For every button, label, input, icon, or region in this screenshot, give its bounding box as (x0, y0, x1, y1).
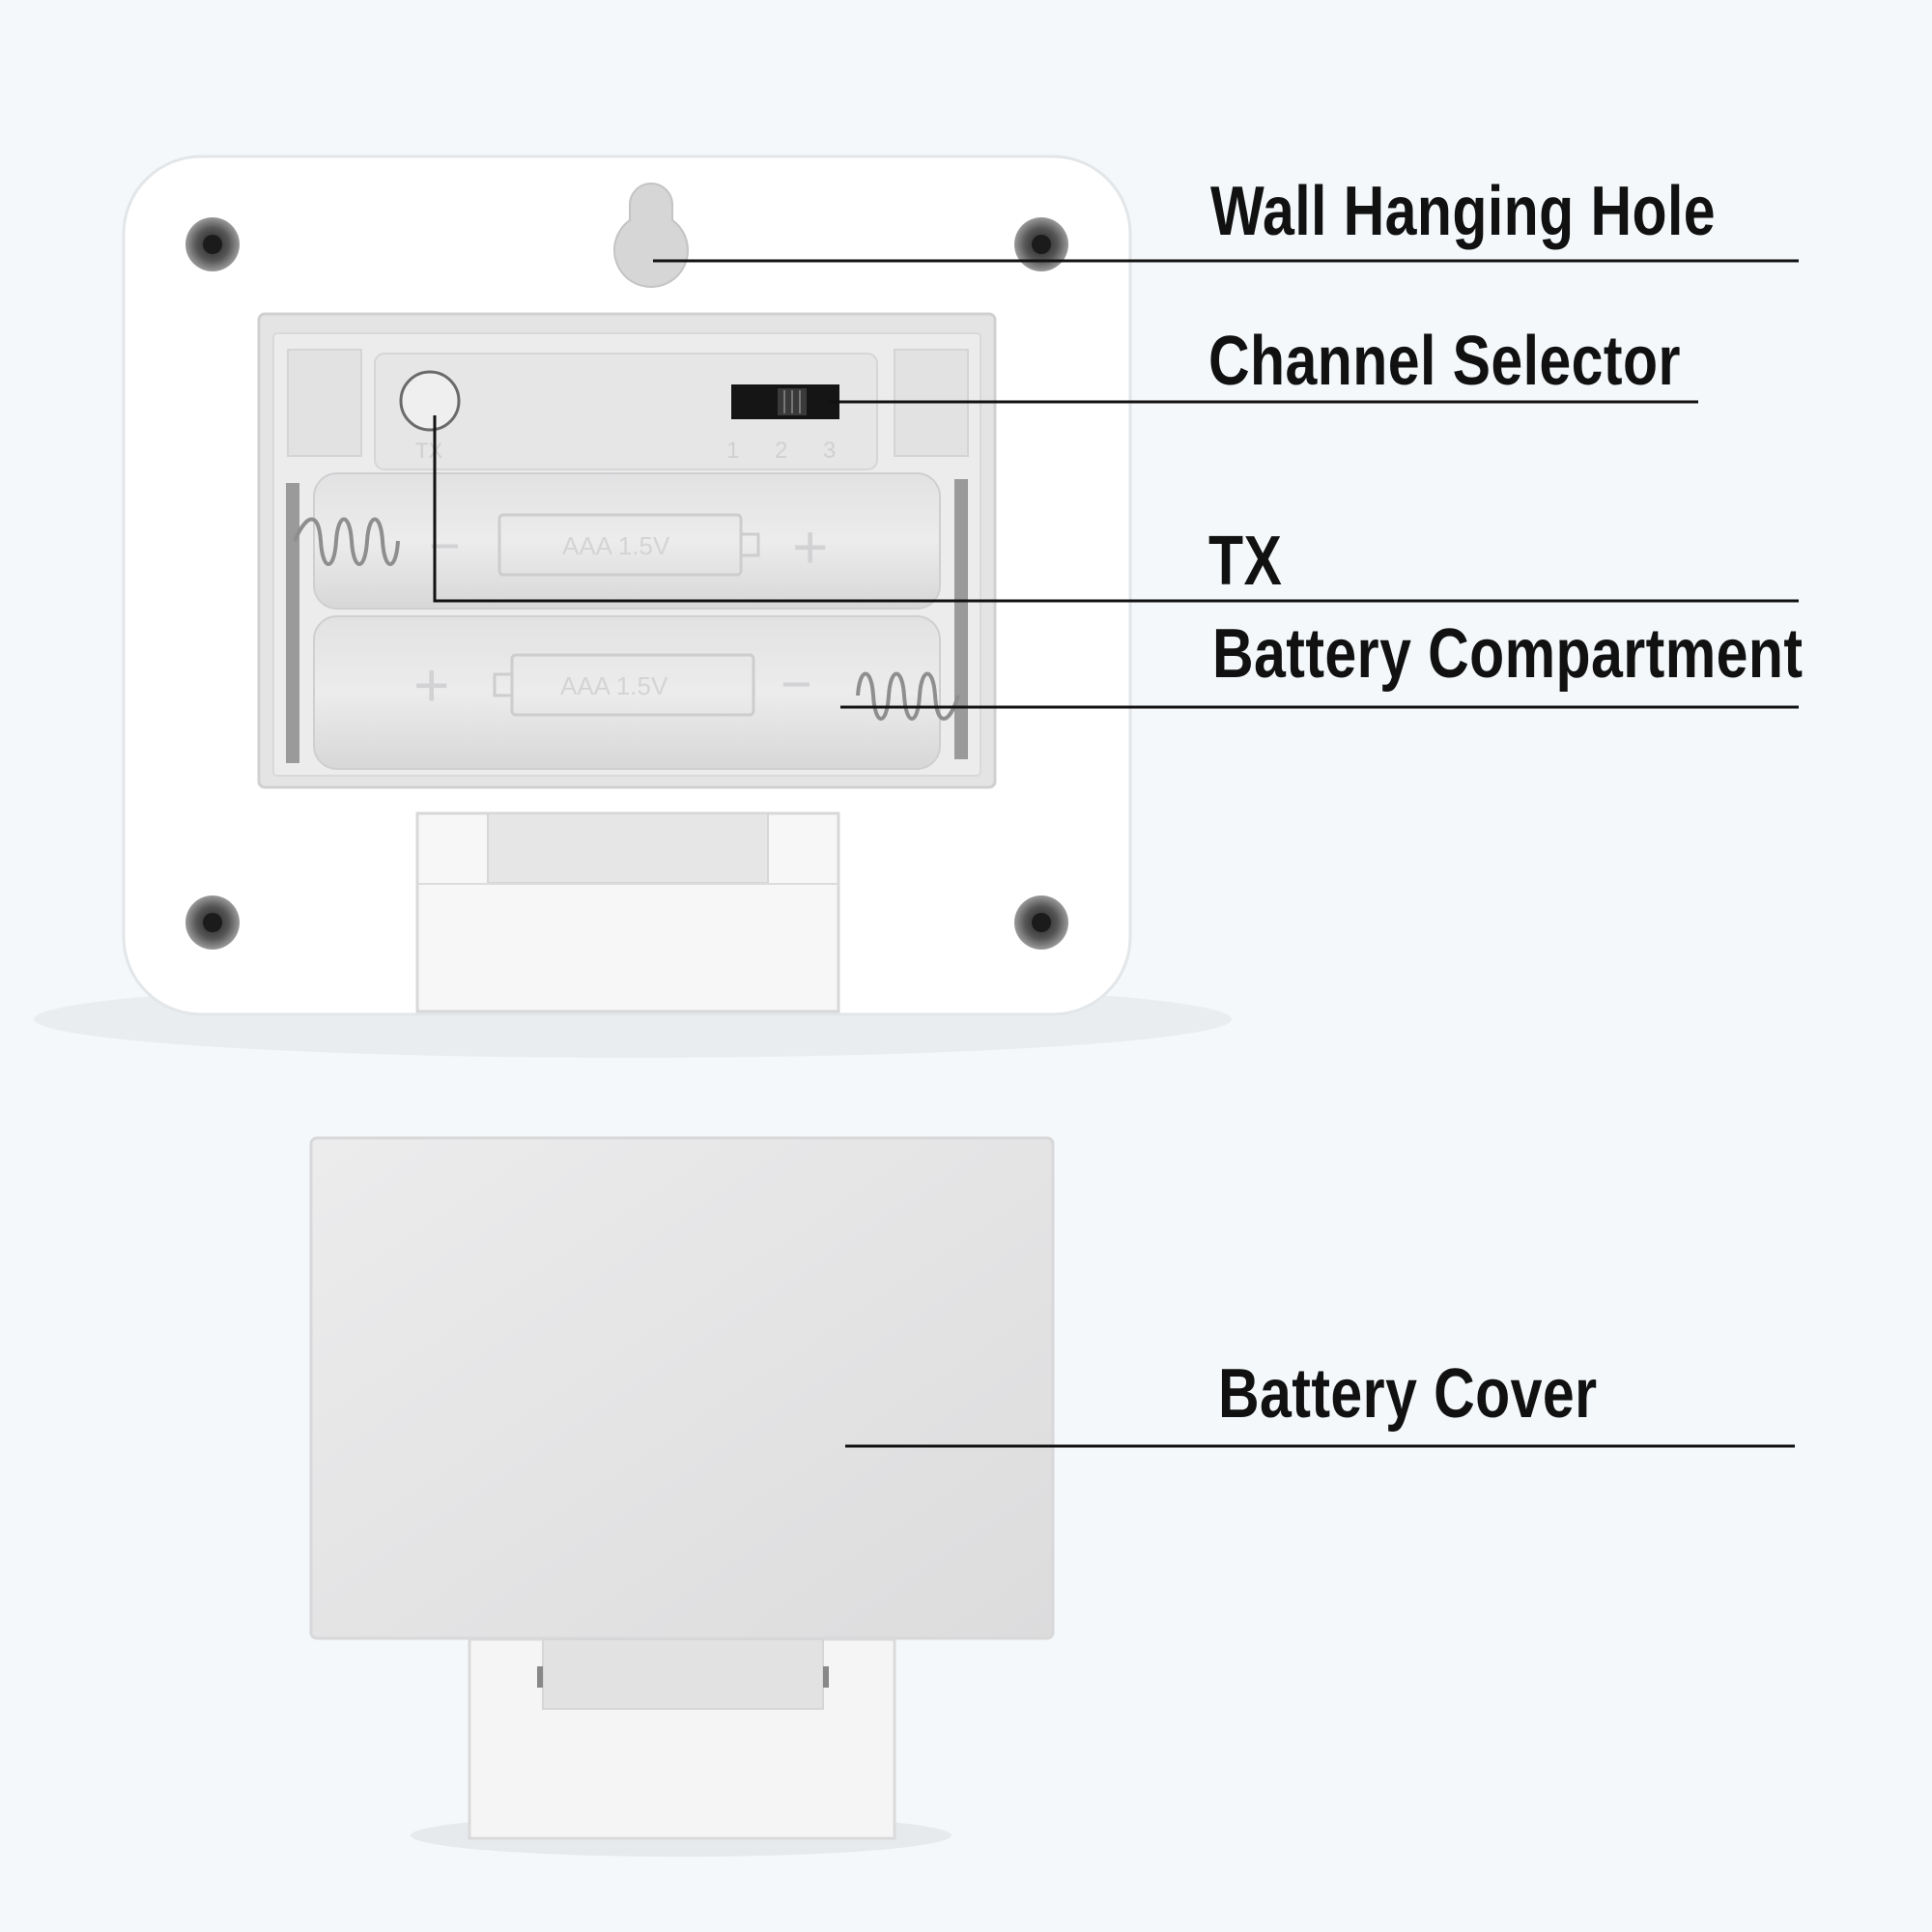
battery-bottom-plus: + (413, 650, 449, 720)
battery-cover (309, 1136, 1055, 1840)
screw-top-right (1014, 217, 1068, 271)
channel-number-2: 2 (775, 438, 787, 464)
label-channel-selector: Channel Selector (1208, 323, 1681, 400)
label-battery-compartment: Battery Compartment (1212, 615, 1804, 693)
leader-lines (433, 259, 1799, 1448)
channel-number-3: 3 (823, 438, 836, 464)
battery-top-plus: + (792, 512, 828, 582)
device-back: TX 1 2 3 AAA 1.5V − + (122, 155, 1132, 1016)
device-stand (415, 811, 840, 1013)
label-wall-hanging-hole: Wall Hanging Hole (1210, 173, 1717, 250)
screw-top-left (185, 217, 240, 271)
spring-bottom-icon (856, 671, 960, 721)
battery-bottom-label: AAA 1.5V (560, 671, 668, 700)
cover-stand (468, 1637, 896, 1840)
channel-selector-switch (731, 384, 839, 419)
battery-top-label: AAA 1.5V (562, 531, 670, 560)
channel-number-1: 1 (726, 438, 739, 464)
screw-bottom-left (185, 895, 240, 950)
screw-bottom-right (1014, 895, 1068, 950)
tx-mark: TX (415, 439, 442, 463)
label-battery-cover: Battery Cover (1218, 1355, 1598, 1433)
leader-tx (433, 415, 1799, 603)
battery-bottom-minus: − (781, 653, 812, 714)
label-tx: TX (1208, 523, 1283, 600)
tx-button (399, 370, 461, 432)
battery-top: AAA 1.5V − + (293, 472, 941, 610)
battery-compartment: TX 1 2 3 AAA 1.5V − + (257, 312, 997, 789)
battery-bottom: AAA 1.5V + − (313, 615, 960, 770)
spring-top-icon (293, 517, 400, 566)
